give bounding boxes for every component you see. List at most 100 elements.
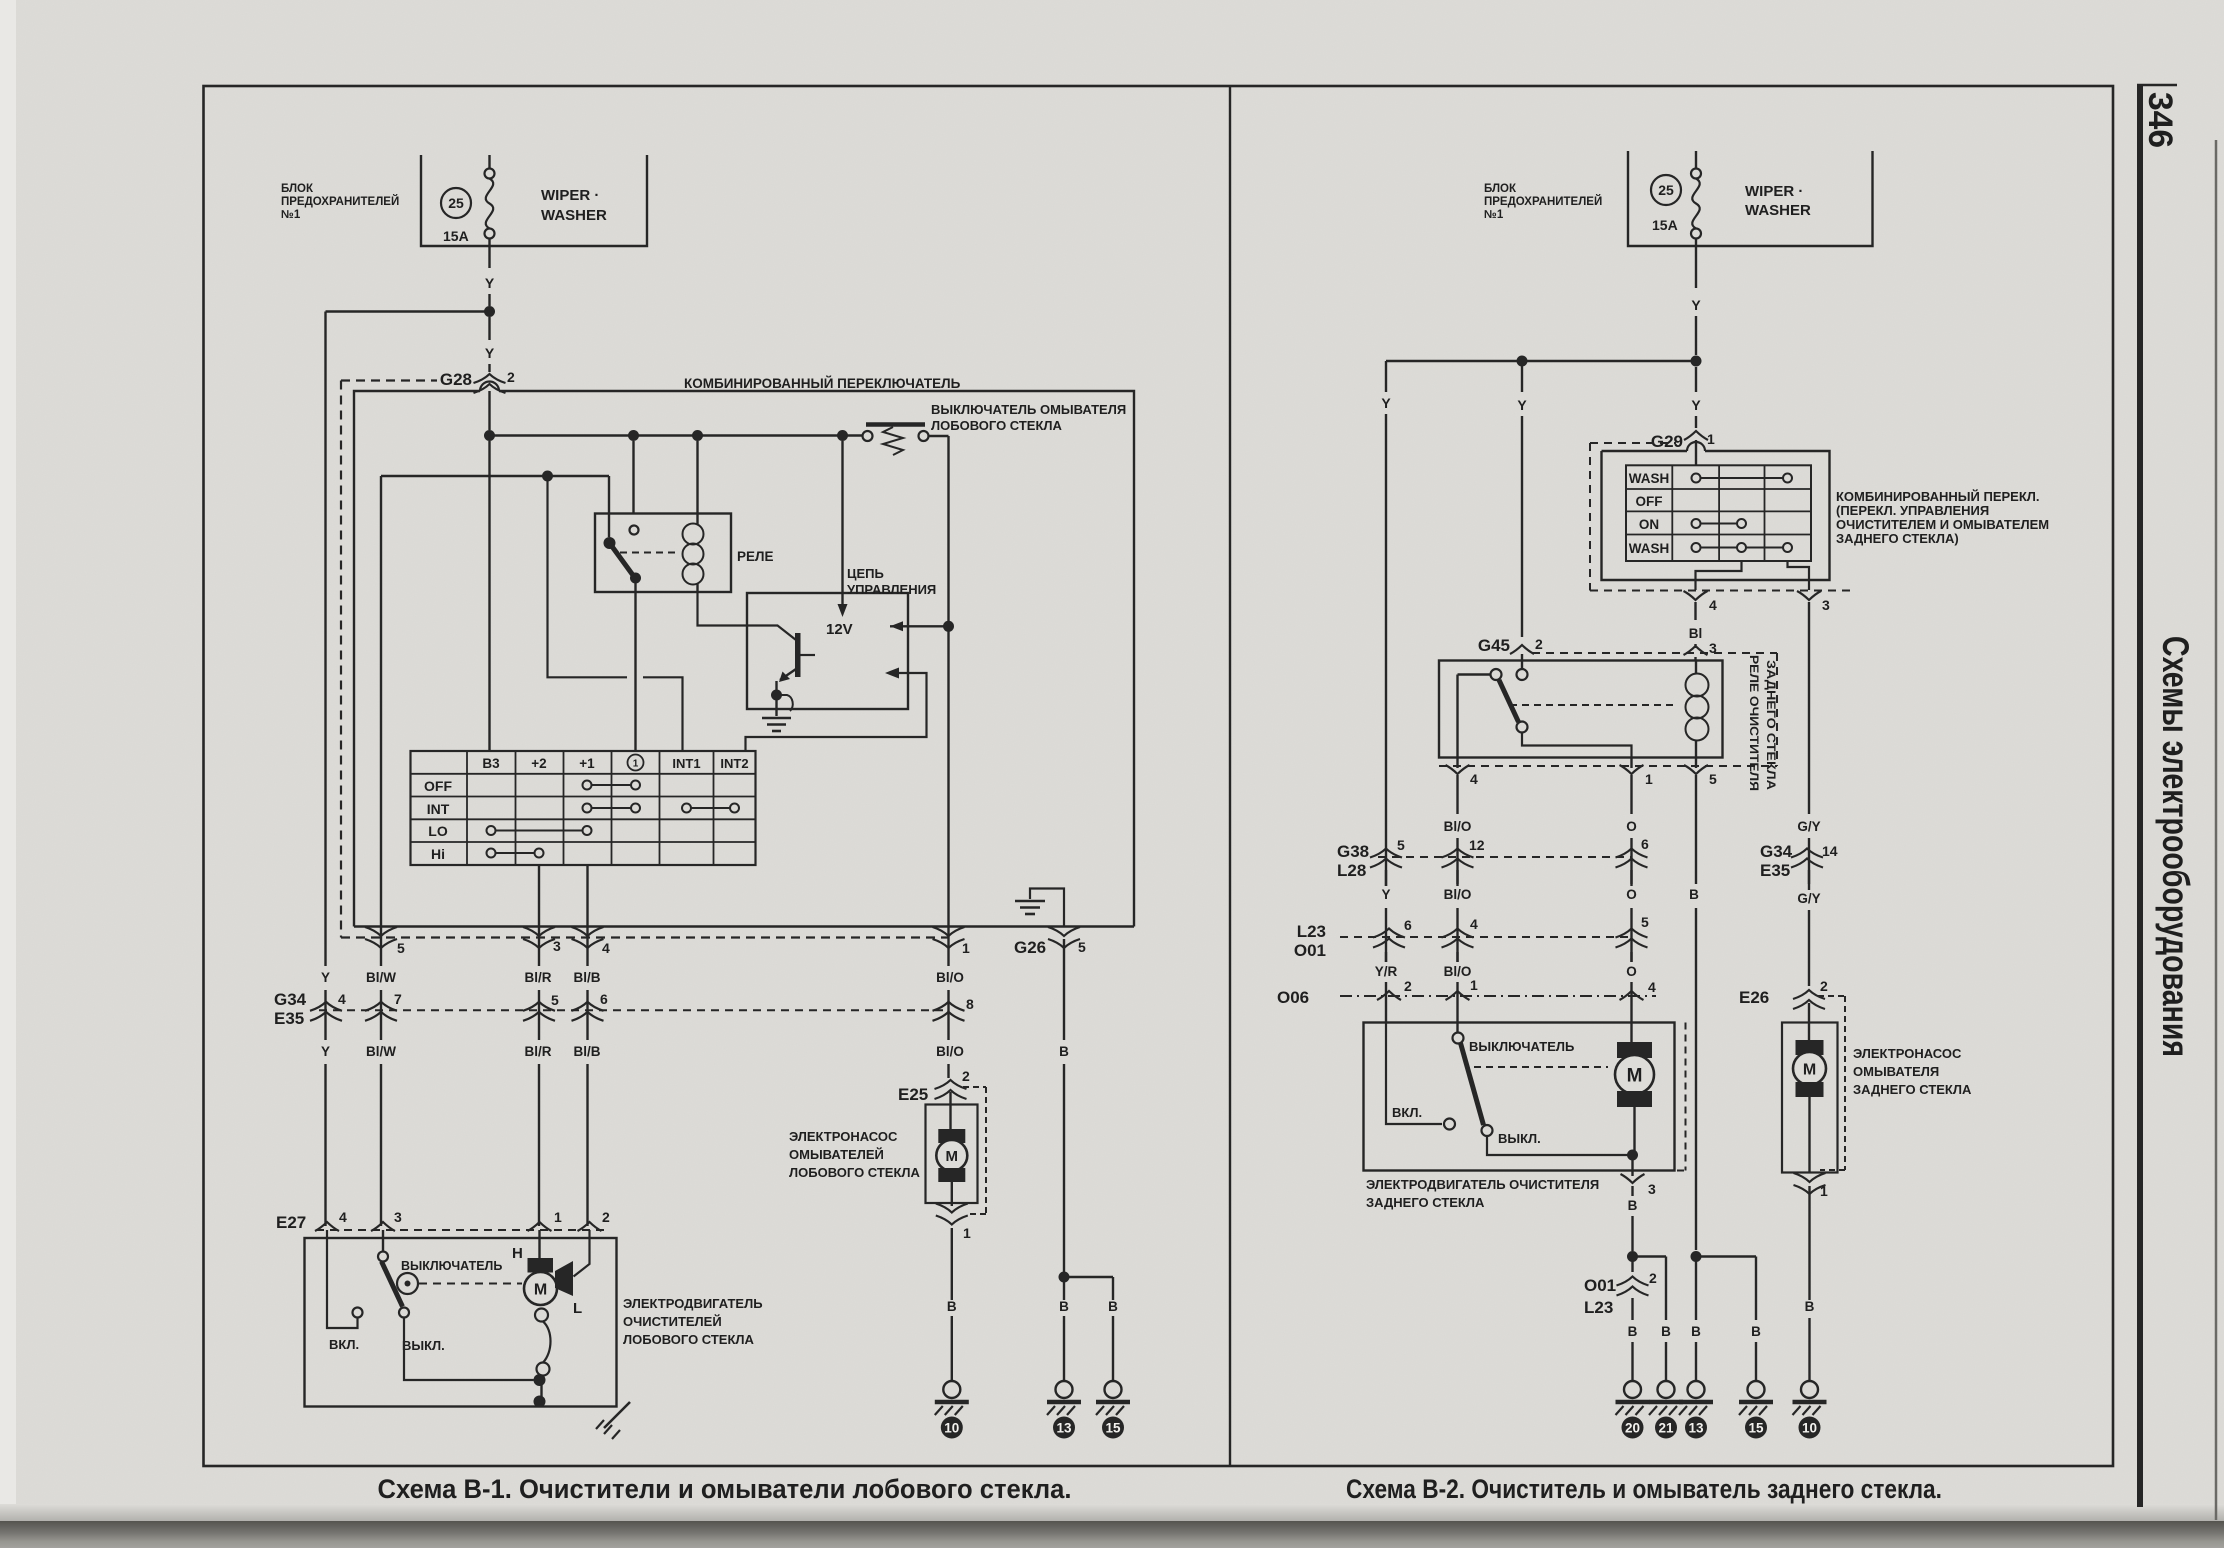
svg-text:РЕЛЕ: РЕЛЕ (737, 549, 774, 564)
svg-text:15А: 15А (1652, 217, 1678, 233)
svg-text:5: 5 (397, 940, 405, 956)
svg-text:O06: O06 (1277, 988, 1309, 1007)
svg-text:№1: №1 (1484, 209, 1504, 221)
svg-text:B: B (1628, 1198, 1638, 1213)
svg-text:13: 13 (1056, 1421, 1072, 1436)
svg-text:Hi: Hi (431, 846, 445, 862)
svg-text:WASH: WASH (1629, 541, 1670, 556)
svg-text:OFF: OFF (424, 778, 452, 794)
svg-text:3: 3 (1648, 1181, 1656, 1197)
svg-text:O: O (1626, 887, 1637, 902)
svg-text:ПРЕДОХРАНИТЕЛЕЙ: ПРЕДОХРАНИТЕЛЕЙ (1484, 195, 1602, 208)
svg-text:Bl/R: Bl/R (525, 1044, 552, 1059)
svg-text:INT1: INT1 (672, 756, 700, 771)
svg-text:13: 13 (1688, 1421, 1704, 1436)
svg-text:10: 10 (1802, 1421, 1817, 1436)
svg-text:B: B (1108, 1299, 1118, 1314)
svg-text:ВЫКЛЮЧАТЕЛЬ: ВЫКЛЮЧАТЕЛЬ (401, 1259, 502, 1273)
svg-text:4: 4 (602, 940, 610, 956)
svg-text:ЛОБОВОГО СТЕКЛА: ЛОБОВОГО СТЕКЛА (623, 1332, 755, 1347)
svg-text:РЕЛЕ ОЧИСТИТЕЛЯ: РЕЛЕ ОЧИСТИТЕЛЯ (1747, 655, 1761, 791)
svg-text:ЛОБОВОГО СТЕКЛА: ЛОБОВОГО СТЕКЛА (931, 418, 1063, 433)
svg-text:ОМЫВАТЕЛЯ: ОМЫВАТЕЛЯ (1853, 1064, 1939, 1079)
svg-text:ВЫКЛ.: ВЫКЛ. (1498, 1131, 1541, 1146)
svg-text:G38: G38 (1337, 842, 1369, 861)
svg-text:15: 15 (1105, 1421, 1121, 1436)
svg-text:L23: L23 (1584, 1298, 1613, 1317)
svg-text:Bl/O: Bl/O (936, 1044, 964, 1059)
svg-text:1: 1 (1645, 771, 1653, 787)
svg-text:B: B (947, 1299, 957, 1314)
svg-text:14: 14 (1822, 843, 1838, 859)
svg-text:ВЫКЛЮЧАТЕЛЬ: ВЫКЛЮЧАТЕЛЬ (1469, 1039, 1574, 1054)
svg-text:B: B (1751, 1324, 1761, 1339)
svg-text:3: 3 (1709, 640, 1717, 656)
svg-text:ЭЛЕКТРОНАСОС: ЭЛЕКТРОНАСОС (789, 1129, 898, 1144)
svg-text:Y: Y (1691, 397, 1701, 413)
svg-text:4: 4 (1470, 916, 1478, 932)
svg-text:ВЫКЛ.: ВЫКЛ. (402, 1338, 445, 1353)
svg-text:(ПЕРЕКЛ. УПРАВЛЕНИЯ: (ПЕРЕКЛ. УПРАВЛЕНИЯ (1836, 503, 1989, 518)
svg-text:Bl/W: Bl/W (366, 970, 396, 985)
svg-text:25: 25 (448, 195, 464, 211)
svg-text:O: O (1626, 964, 1637, 979)
svg-text:Схемы электрооборудования: Схемы электрооборудования (2155, 636, 2196, 1057)
svg-text:B3: B3 (482, 756, 500, 771)
svg-text:15А: 15А (443, 228, 469, 244)
svg-text:L28: L28 (1337, 861, 1366, 880)
svg-text:E25: E25 (898, 1085, 928, 1104)
svg-text:L: L (573, 1300, 582, 1317)
svg-text:ОМЫВАТЕЛЕЙ: ОМЫВАТЕЛЕЙ (789, 1147, 884, 1162)
svg-text:OFF: OFF (1636, 494, 1663, 509)
svg-text:G34: G34 (274, 990, 307, 1009)
svg-text:Bl/O: Bl/O (1444, 819, 1472, 834)
svg-text:+2: +2 (531, 756, 546, 771)
svg-text:B: B (1661, 1324, 1671, 1339)
svg-text:Bl/B: Bl/B (574, 1044, 601, 1059)
svg-text:B: B (1691, 1324, 1701, 1339)
svg-text:КОМБИНИРОВАННЫЙ ПЕРЕКЛЮЧАТЕЛЬ: КОМБИНИРОВАННЫЙ ПЕРЕКЛЮЧАТЕЛЬ (684, 376, 961, 391)
svg-text:Y: Y (485, 345, 495, 361)
svg-text:1: 1 (1820, 1183, 1828, 1199)
svg-text:10: 10 (944, 1421, 959, 1436)
svg-text:B: B (1628, 1324, 1638, 1339)
svg-text:M: M (946, 1148, 959, 1165)
svg-text:15: 15 (1748, 1421, 1764, 1436)
svg-text:5: 5 (1709, 771, 1717, 787)
svg-text:4: 4 (338, 991, 346, 1007)
svg-text:5: 5 (1641, 914, 1649, 930)
svg-text:Y: Y (1381, 395, 1391, 411)
svg-text:M: M (1627, 1065, 1643, 1086)
svg-text:2: 2 (602, 1209, 610, 1225)
svg-text:1: 1 (963, 1225, 971, 1241)
svg-text:LO: LO (428, 823, 448, 839)
svg-text:№1: №1 (281, 209, 301, 221)
svg-text:M: M (534, 1282, 547, 1299)
svg-text:ЗАДНЕГО СТЕКЛА: ЗАДНЕГО СТЕКЛА (1366, 1195, 1485, 1210)
svg-text:5: 5 (551, 992, 559, 1008)
svg-text:12V: 12V (826, 621, 853, 638)
svg-text:Y: Y (1381, 887, 1390, 902)
svg-text:Y: Y (1691, 297, 1701, 313)
svg-text:O01: O01 (1584, 1276, 1616, 1295)
svg-text:O01: O01 (1294, 941, 1326, 960)
svg-text:2: 2 (1820, 978, 1828, 994)
svg-text:4: 4 (339, 1209, 347, 1225)
svg-text:4: 4 (1709, 597, 1717, 613)
svg-text:G34: G34 (1760, 842, 1793, 861)
svg-text:B: B (1059, 1044, 1069, 1059)
svg-text:ЗАДНЕГО СТЕКЛА): ЗАДНЕГО СТЕКЛА) (1836, 531, 1959, 546)
svg-text:L23: L23 (1297, 922, 1326, 941)
svg-text:B: B (1059, 1299, 1069, 1314)
svg-text:Y: Y (321, 970, 330, 985)
svg-text:B: B (1689, 887, 1699, 902)
svg-text:3: 3 (553, 938, 561, 954)
svg-text:ЗАДНЕГО СТЕКЛА: ЗАДНЕГО СТЕКЛА (1853, 1082, 1972, 1097)
svg-text:ВКЛ.: ВКЛ. (1392, 1105, 1422, 1120)
svg-text:Bl/W: Bl/W (366, 1044, 396, 1059)
svg-text:1: 1 (1707, 431, 1715, 447)
svg-text:+1: +1 (579, 756, 595, 771)
svg-text:4: 4 (1470, 771, 1478, 787)
svg-text:2: 2 (507, 369, 515, 385)
svg-text:БЛОК: БЛОК (1484, 183, 1517, 195)
